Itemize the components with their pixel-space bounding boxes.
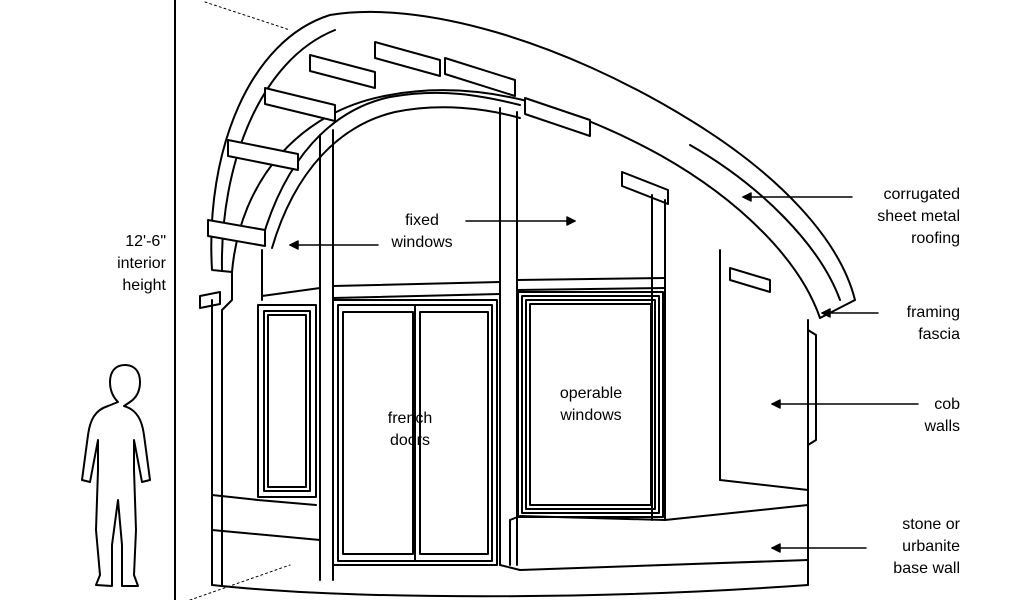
- label-cob-walls-line2: walls: [924, 418, 960, 435]
- arrow-fascia-head: [821, 308, 831, 318]
- label-operable-windows-line2: windows: [560, 407, 622, 424]
- label-fixed-windows-line1: fixed: [405, 212, 439, 229]
- label-base-wall: stone or urbanite base wall: [893, 514, 960, 580]
- label-interior-height: 12'-6" interior height: [117, 231, 166, 297]
- label-cob-walls: cob walls: [924, 394, 960, 438]
- label-base-wall-line2: urbanite: [902, 538, 960, 555]
- french-doors: [332, 299, 498, 566]
- person-figure: [81, 364, 151, 587]
- cob-walls: [211, 249, 817, 586]
- base-wall: [211, 494, 809, 598]
- projection-line-bottom: [189, 564, 291, 601]
- label-interior-height-line1: 12'-6": [125, 233, 166, 250]
- label-fixed-windows: fixed windows: [380, 210, 464, 254]
- arrow-cob-head: [771, 399, 781, 409]
- label-base-wall-line1: stone or: [902, 516, 960, 533]
- label-french-doors: french doors: [372, 408, 448, 452]
- label-roofing-line3: roofing: [911, 230, 960, 247]
- label-framing-fascia: framing fascia: [907, 302, 960, 346]
- label-framing-fascia-line2: fascia: [918, 326, 960, 343]
- label-roofing: corrugated sheet metal roofing: [877, 184, 960, 250]
- leader-arrows: [289, 192, 919, 553]
- label-roofing-line1: corrugated: [883, 186, 961, 203]
- rafters: [199, 41, 771, 309]
- label-framing-fascia-line1: framing: [906, 304, 960, 321]
- label-cob-walls-line1: cob: [934, 396, 960, 413]
- label-base-wall-line3: base wall: [893, 560, 960, 577]
- label-fixed-windows-line2: windows: [391, 234, 453, 251]
- label-operable-windows: operable windows: [545, 383, 637, 427]
- label-roofing-line2: sheet metal: [877, 208, 960, 225]
- label-interior-height-line3: height: [122, 277, 166, 294]
- arrow-roofing-head: [742, 192, 752, 202]
- label-interior-height-line2: interior: [117, 255, 166, 272]
- roof: [199, 10, 856, 319]
- label-french-doors-line2: doors: [389, 432, 431, 449]
- label-operable-windows-line1: operable: [559, 385, 623, 402]
- arrow-fixed-right-head: [566, 216, 576, 226]
- label-french-doors-line1: french: [387, 410, 433, 427]
- arrow-base-head: [771, 543, 781, 553]
- left-window: [257, 304, 317, 498]
- arrow-fixed-left-head: [289, 240, 299, 250]
- projection-line-top: [204, 1, 291, 31]
